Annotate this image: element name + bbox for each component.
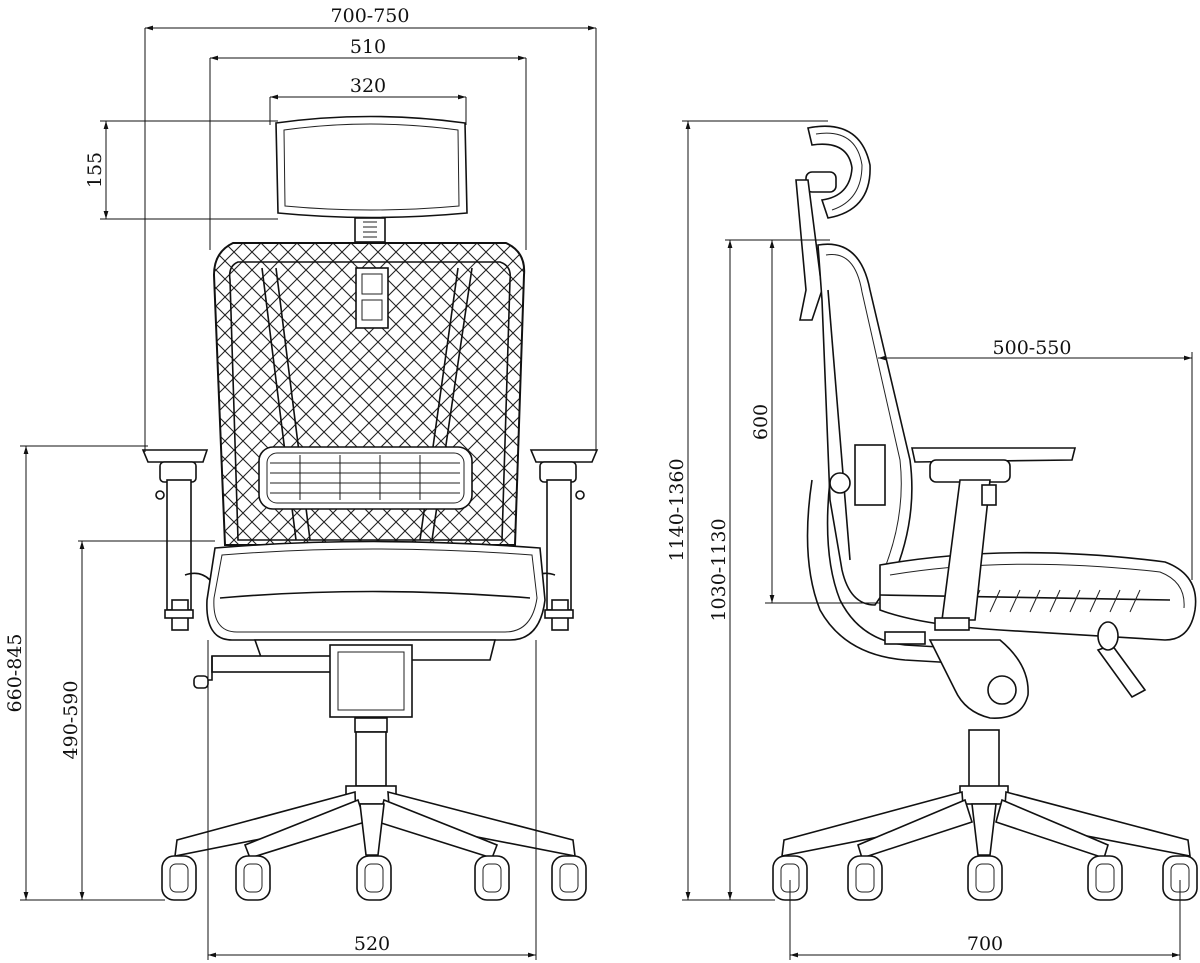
side-base bbox=[781, 790, 1191, 860]
label-headrest-height: 155 bbox=[84, 152, 106, 188]
label-backrest-height: 600 bbox=[750, 404, 772, 440]
side-frame bbox=[806, 444, 991, 666]
label-base-width: 520 bbox=[354, 933, 390, 955]
front-right-armrest bbox=[529, 449, 599, 631]
label-overall-height: 1140-1360 bbox=[666, 458, 688, 561]
side-seat bbox=[879, 551, 1197, 641]
label-backrest-width: 510 bbox=[350, 36, 386, 58]
dimension-lines bbox=[20, 25, 1193, 960]
label-seat-depth: 500-550 bbox=[993, 337, 1072, 359]
label-seat-height: 490-590 bbox=[60, 681, 82, 760]
front-base bbox=[174, 790, 576, 859]
front-headrest bbox=[275, 115, 468, 243]
label-armrest-height: 660-845 bbox=[4, 634, 26, 713]
side-mechanism bbox=[884, 621, 1147, 719]
side-armrest bbox=[911, 447, 1077, 631]
front-backrest bbox=[212, 242, 526, 546]
side-view bbox=[772, 125, 1198, 901]
front-casters bbox=[161, 855, 587, 901]
label-backrest-top-height: 1030-1130 bbox=[708, 518, 730, 621]
front-seat bbox=[206, 540, 546, 661]
label-headrest-width: 320 bbox=[350, 75, 386, 97]
side-gas-cylinder bbox=[959, 729, 1009, 805]
front-mechanism bbox=[193, 644, 413, 733]
side-casters bbox=[772, 855, 1198, 901]
front-left-armrest bbox=[141, 449, 211, 631]
side-backrest bbox=[817, 243, 913, 606]
dimension-labels: 700-750 510 320 155 660-845 490-590 520 … bbox=[4, 5, 1071, 955]
label-overall-width: 700-750 bbox=[331, 5, 410, 27]
label-base-depth: 700 bbox=[967, 933, 1003, 955]
side-headrest bbox=[795, 125, 871, 321]
front-view bbox=[141, 115, 599, 901]
